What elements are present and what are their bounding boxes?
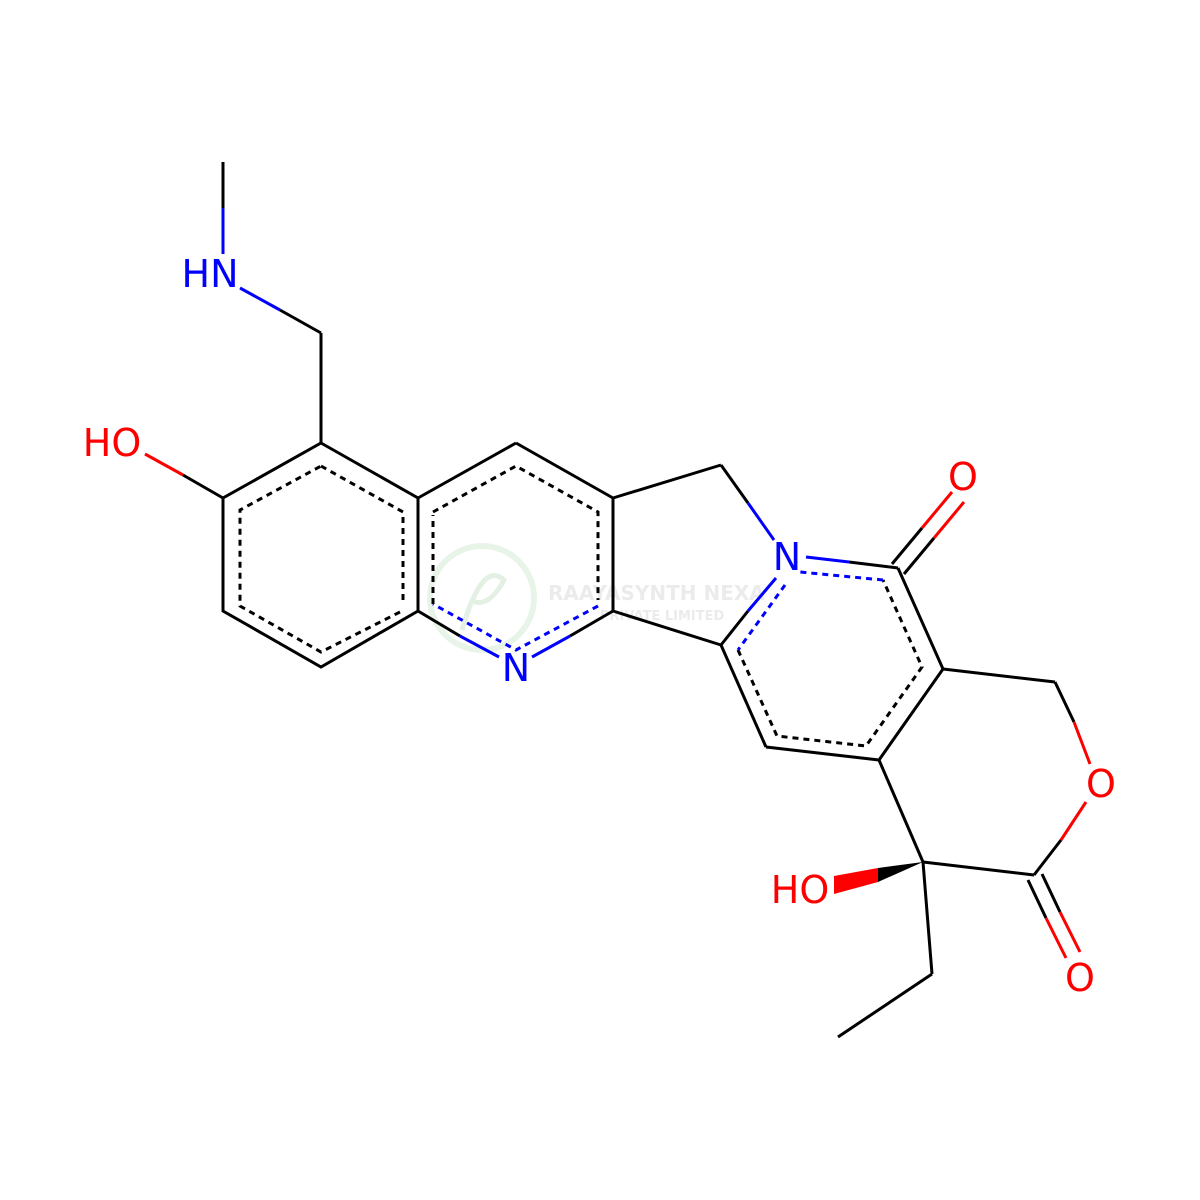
atom-label-n-quinoline: N [502, 646, 530, 690]
bond-lac-3o [1059, 801, 1088, 841]
bond-lac-2o [1072, 721, 1092, 765]
bond-pd-6n [805, 555, 850, 564]
bond-nh-ch2-n [239, 286, 281, 312]
bond-lac-5 [877, 759, 925, 863]
bond-five-1 [612, 463, 722, 500]
pyridone-aromatic-1 [736, 579, 924, 748]
bond-lac-3 [1032, 839, 1063, 876]
bond-pd-1n [746, 577, 778, 612]
wedge-bond-o [834, 868, 878, 894]
bond-pd-6 [848, 560, 899, 570]
watermark: RAAYASYNTH NEXA PRIVATE LIMITED [427, 543, 765, 653]
bond-ketone-b-o [932, 501, 966, 539]
benzene-aromatic-2 [238, 464, 401, 654]
bond-py-2 [515, 441, 614, 500]
bond-ethyl-1 [921, 861, 934, 975]
bond-c-oh [182, 473, 224, 500]
wedge-bond [878, 862, 923, 882]
bond-lactone-co-b [1040, 873, 1062, 913]
bond-lactone-co-b-o [1058, 911, 1082, 953]
atom-label-nh: HN [182, 252, 239, 296]
bond-ketone-a-o [920, 491, 954, 529]
bond-c-oh-o [144, 452, 184, 477]
atom-label-o-ring: O [1086, 762, 1116, 806]
atom-label-oh-phenol: HO [83, 421, 141, 465]
atom-label-o-lactone: O [1065, 956, 1095, 1000]
bond-py-4 [569, 609, 614, 638]
bond-py-5 [417, 609, 461, 638]
watermark-subtitle: PRIVATE LIMITED [600, 609, 725, 624]
atom-label-n-pyridone: N [773, 535, 801, 579]
pyridine-aromatic-1 [432, 464, 600, 600]
atom-label-o-ketone: O [948, 455, 978, 499]
bond-lac-1 [942, 667, 1056, 684]
bond-lactone-co-a [1026, 879, 1048, 919]
watermark-name: RAAYASYNTH NEXA [548, 581, 765, 605]
bond-py-4n [531, 634, 571, 659]
bond-ethyl-2 [837, 972, 933, 1039]
bond-pd-5 [896, 567, 945, 670]
bond-lac-2 [1053, 681, 1076, 723]
bond-five-3 [612, 609, 722, 647]
bond-five-2n [746, 502, 776, 541]
bond-pd-3 [765, 745, 880, 762]
bond-py-5n [459, 634, 500, 659]
bond-pd-2 [719, 644, 768, 748]
bond-five-2 [719, 464, 750, 504]
pyridone-aromatic-2 [799, 570, 884, 582]
pyridine-aromatic-2 [432, 602, 599, 652]
benzene-aromatic-1 [320, 464, 405, 600]
pyridone-aromatic-3 [736, 584, 787, 651]
bond-pd-4 [877, 668, 945, 761]
bond-py-1 [417, 441, 517, 500]
benzene-ring [221, 441, 420, 669]
bond-lactone-co-a-o [1044, 917, 1068, 959]
bond-ketone-b [902, 537, 936, 575]
watermark-logo-icon [427, 543, 537, 653]
atom-label-oh-tertiary: HO [771, 868, 829, 912]
bond-ketone-a [890, 527, 924, 565]
bond-pd-1 [719, 610, 750, 646]
bond-nh-ch2 [279, 308, 322, 335]
bond-lac-4 [922, 860, 1035, 877]
